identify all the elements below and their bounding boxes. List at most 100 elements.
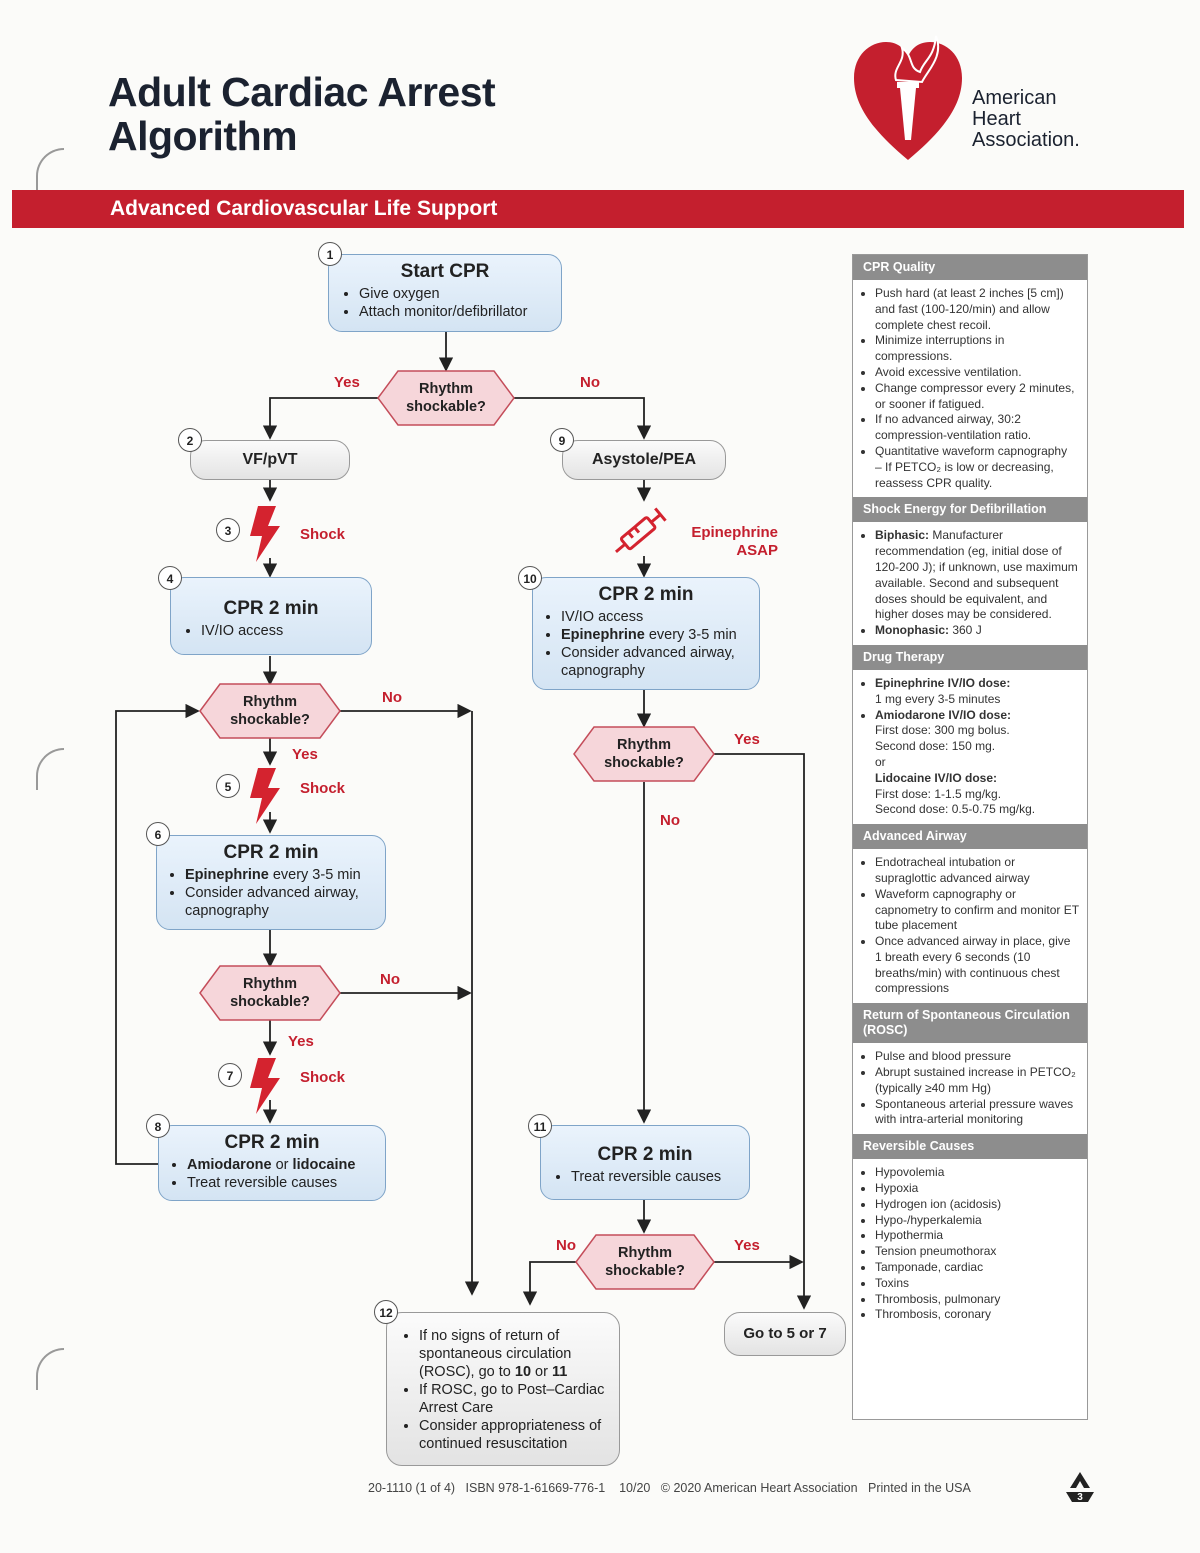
list-item: Endotracheal intubation or supraglottic …: [875, 855, 1079, 887]
step-number: 9: [550, 428, 574, 452]
decision-text: shockable?: [230, 712, 310, 728]
node-item: Consider appropriateness of continued re…: [419, 1417, 611, 1453]
node-cpr-2min: CPR 2 min Epinephrine every 3-5 min Cons…: [156, 835, 386, 930]
node-title: Asystole/PEA: [591, 451, 697, 468]
list-item: Tension pneumothorax: [875, 1244, 1079, 1260]
node-item: Epinephrine every 3-5 min: [561, 626, 759, 644]
decision-label: Rhythm shockable?: [594, 736, 694, 772]
term-desc: First dose: 1-1.5 mg/kg.: [875, 786, 1002, 801]
step-number: 10: [518, 566, 542, 590]
term: Lidocaine IV/IO dose:: [875, 770, 998, 785]
yes-label: Yes: [292, 746, 318, 763]
decision-shape: [199, 965, 341, 1021]
decision-label: Rhythm shockable?: [220, 975, 320, 1011]
decision-text: Rhythm: [618, 1245, 672, 1261]
node-cpr-2min: CPR 2 min IV/IO access: [170, 577, 372, 655]
section-reversible-causes: Hypovolemia Hypoxia Hydrogen ion (acidos…: [853, 1159, 1087, 1329]
shock-label: Shock: [300, 526, 346, 543]
node-goto: Go to 5 or 7: [724, 1312, 846, 1356]
epi-line: Epinephrine: [691, 524, 778, 541]
decision-text: shockable?: [604, 755, 684, 771]
org-line: American: [972, 87, 1057, 109]
drug-name: Epinephrine: [561, 627, 645, 643]
decision-text: shockable?: [230, 994, 310, 1010]
epinephrine-asap-label: Epinephrine ASAP: [686, 524, 778, 560]
no-label: No: [660, 812, 680, 829]
decision-label: Rhythm shockable?: [596, 1244, 694, 1280]
aha-heart-torch-logo: [854, 35, 962, 160]
no-label: No: [380, 971, 400, 988]
decision-shape: [575, 1234, 715, 1290]
term-desc: First dose: 300 mg bolus.: [875, 723, 1010, 738]
footer-text: 20-1110 (1 of 4) ISBN 978-1-61669-776-1 …: [368, 1481, 971, 1495]
node-item: If no signs of return of spontaneous cir…: [419, 1327, 611, 1381]
node-item: Give oxygen: [359, 285, 561, 303]
decision-label: Rhythm shockable?: [398, 380, 494, 416]
node-title: CPR 2 min: [597, 1144, 693, 1165]
decision-shape: [199, 683, 341, 739]
list-item: Pulse and blood pressure: [875, 1049, 1079, 1065]
list-item: Thrombosis, coronary: [875, 1307, 1079, 1323]
step-number: 11: [528, 1114, 552, 1138]
no-label: No: [556, 1237, 576, 1254]
decision-text: Rhythm: [617, 737, 671, 753]
step-number: 4: [158, 566, 182, 590]
term-desc: Second dose: 150 mg.: [875, 739, 996, 754]
term: Biphasic:: [875, 528, 930, 543]
section-header-rosc: Return of Spontaneous Circulation (ROSC): [853, 1003, 1087, 1044]
step-number: 3: [216, 518, 240, 542]
list-item: Spontaneous arterial pressure waves with…: [875, 1097, 1079, 1129]
item-text: every 3-5 min: [268, 867, 361, 883]
step-number: 1: [318, 242, 342, 266]
list-item: Tamponade, cardiac: [875, 1260, 1079, 1276]
node-item: Epinephrine every 3-5 min: [185, 866, 385, 884]
item-text: If no signs of return of spontaneous cir…: [419, 1328, 572, 1380]
arrow: [262, 397, 378, 440]
shock-label: Shock: [300, 780, 346, 797]
node-item: IV/IO access: [201, 622, 371, 640]
title-line-2: Algorithm: [108, 113, 298, 159]
page-title: Adult Cardiac Arrest Algorithm: [108, 70, 496, 159]
section-cpr-quality: Push hard (at least 2 inches [5 cm]) and…: [853, 280, 1087, 497]
org-name: American Heart Association.: [972, 88, 1080, 151]
node-title: VF/pVT: [242, 451, 298, 468]
banner-text: Advanced Cardiovascular Life Support: [110, 197, 498, 220]
section-header-shock-energy: Shock Energy for Defibrillation: [853, 497, 1087, 523]
list-item: Thrombosis, pulmonary: [875, 1292, 1079, 1308]
node-item: If ROSC, go to Post–Cardiac Arrest Care: [419, 1381, 611, 1417]
section-header-drug-therapy: Drug Therapy: [853, 644, 1087, 670]
list-item: Minimize interruptions in compressions.: [875, 333, 1079, 365]
node-title: Start CPR: [400, 261, 490, 282]
list-item: Hydrogen ion (acidosis): [875, 1197, 1079, 1213]
step-number: 2: [178, 428, 202, 452]
item-text: or: [271, 1157, 293, 1173]
step-number: 5: [216, 774, 240, 798]
decision-text: Rhythm: [243, 976, 297, 992]
decision-text: Rhythm: [419, 381, 473, 397]
list-item: Hypovolemia: [875, 1165, 1079, 1181]
list-item: If no advanced airway, 30:2 compression-…: [875, 412, 1079, 444]
decision-text: Rhythm: [243, 694, 297, 710]
list-item: Abrupt sustained increase in PETCO₂ (typ…: [875, 1065, 1079, 1097]
node-cpr-2min: CPR 2 min Treat reversible causes: [540, 1125, 750, 1200]
term-desc: or: [875, 754, 886, 769]
arrow: [714, 753, 812, 1310]
list-item: Avoid excessive ventilation.: [875, 365, 1079, 381]
node-item: Amiodarone or lidocaine: [187, 1156, 385, 1174]
section-header-cpr-quality: CPR Quality: [853, 255, 1087, 280]
node-item: Consider advanced airway, capnography: [185, 884, 385, 920]
drug-name: Amiodarone: [187, 1157, 272, 1173]
no-label: No: [382, 689, 402, 706]
step-number: 8: [146, 1114, 170, 1138]
section-header-advanced-airway: Advanced Airway: [853, 824, 1087, 850]
node-title: CPR 2 min: [223, 598, 319, 619]
list-item: Amiodarone IV/IO dose:First dose: 300 mg…: [875, 708, 1079, 819]
item-text: or: [531, 1364, 552, 1380]
arrow: [522, 1261, 576, 1306]
shock-bolt-icon: [250, 1058, 280, 1114]
node-item: Treat reversible causes: [571, 1168, 749, 1186]
term-desc: Second dose: 0.5-0.75 mg/kg.: [875, 802, 1036, 817]
item-text: every 3-5 min: [644, 627, 737, 643]
list-item: Monophasic: 360 J: [875, 623, 1079, 639]
